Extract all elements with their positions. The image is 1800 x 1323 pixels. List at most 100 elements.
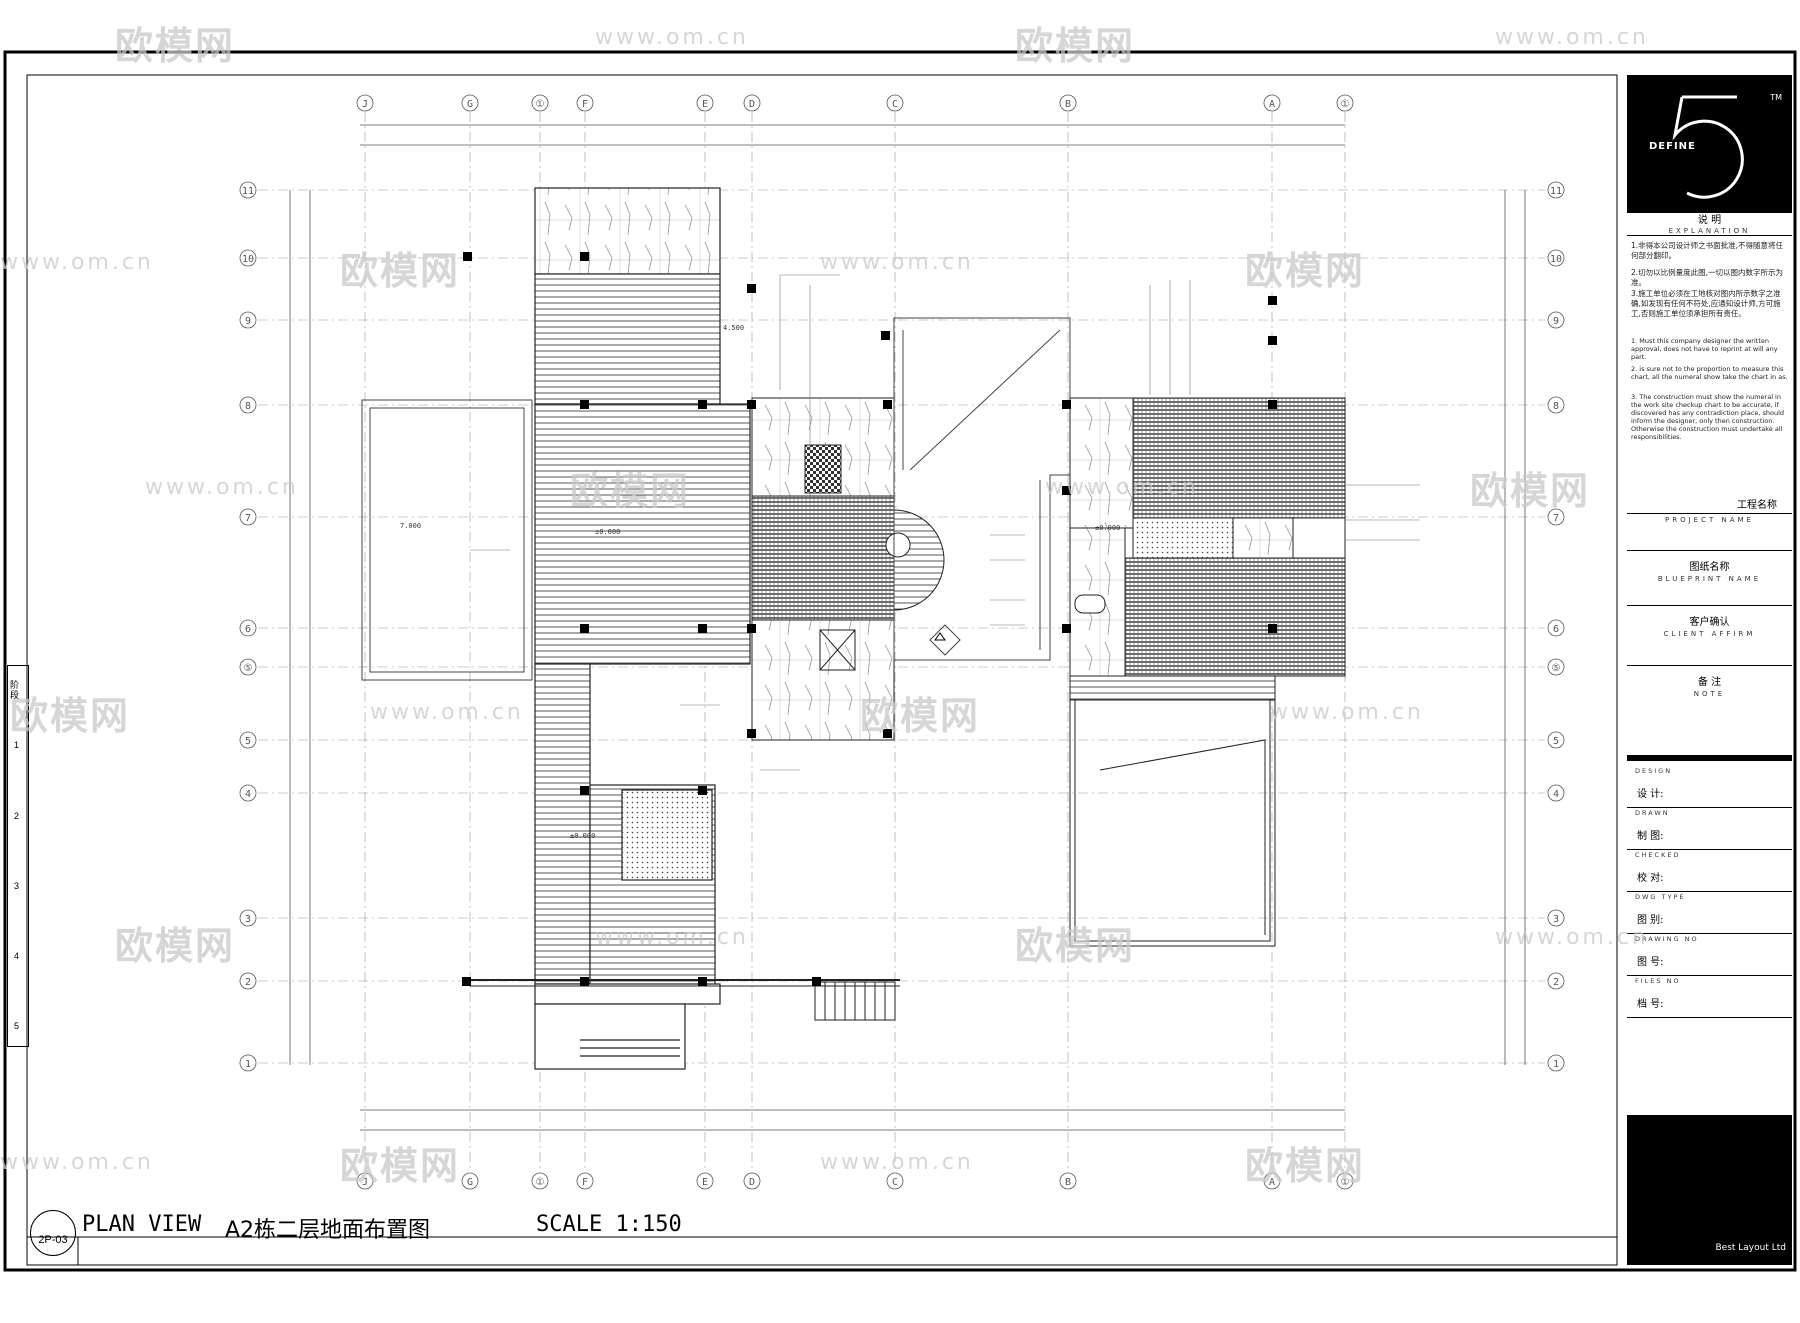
grid-column-bubble: J <box>356 1172 374 1190</box>
field-label-cn: 制 图: <box>1637 831 1664 842</box>
column-marker <box>463 252 472 261</box>
grid-lines <box>258 112 1545 1168</box>
column-marker <box>462 977 471 986</box>
grid-bubble-label: 10 <box>242 254 254 265</box>
grid-row-bubble: 9 <box>239 311 257 329</box>
field-label-en: FILES NO <box>1635 977 1681 985</box>
column-marker <box>1268 296 1277 305</box>
bottom-logo: Best Layout Ltd <box>1627 1115 1792 1265</box>
column-marker <box>1062 624 1071 633</box>
grid-column-bubble: B <box>1059 94 1077 112</box>
client-affirm-sub: CLIENT AFFIRM <box>1663 630 1756 638</box>
define-logo: DEFINE TM <box>1627 75 1792 213</box>
blueprint-name-sub: BLUEPRINT NAME <box>1657 575 1762 583</box>
grid-bubble-label: 6 <box>245 624 251 635</box>
field-label-cn: 图 号: <box>1637 957 1664 968</box>
stage-row: 4 <box>14 951 20 961</box>
field-label-en: DWG TYPE <box>1635 893 1686 901</box>
grid-bubble-label: 8 <box>245 401 251 412</box>
column-marker <box>698 977 707 986</box>
right-wing <box>1069 397 1346 947</box>
column-marker <box>1268 624 1277 633</box>
grid-bubble-label: G <box>467 1177 473 1188</box>
stair-core <box>751 397 945 741</box>
field-label-cn: 校 对: <box>1637 873 1664 884</box>
grid-column-bubble: E <box>696 1172 714 1190</box>
grid-bubble-label: B <box>1065 99 1071 110</box>
grid-bubble-label: 5 <box>245 736 251 747</box>
column-marker <box>698 400 707 409</box>
grid-row-bubble: 4 <box>1547 784 1565 802</box>
grid-column-bubble: A <box>1263 1172 1281 1190</box>
grid-bubble-label: E <box>702 99 708 110</box>
grid-bubble-label: 6 <box>1553 624 1559 635</box>
grid-row-bubble: 7 <box>1547 508 1565 526</box>
grid-bubble-label: 9 <box>245 316 251 327</box>
column-marker <box>580 977 589 986</box>
void-area <box>893 317 1071 661</box>
grid-column-bubble: D <box>743 1172 761 1190</box>
column-marker <box>1062 400 1071 409</box>
grid-column-bubble: C <box>886 94 904 112</box>
field-label-cn: 图 别: <box>1637 915 1664 926</box>
sheet-number-bubble: 2P-03 <box>30 1210 76 1256</box>
grid-bubble-label: 8 <box>1553 401 1559 412</box>
grid-row-bubble: 3 <box>239 909 257 927</box>
field-label-en: DRAWN <box>1635 809 1670 817</box>
grid-column-bubble: F <box>576 1172 594 1190</box>
grid-row-bubble: 1 <box>1547 1054 1565 1072</box>
level-label: ±0.000 <box>595 528 620 536</box>
column-marker <box>747 284 756 293</box>
column-marker <box>883 729 892 738</box>
plan-view-label: PLAN VIEW <box>82 1212 202 1237</box>
stage-label: 阶段 <box>10 680 20 700</box>
grid-bubble-label: ① <box>1341 1177 1350 1188</box>
column-marker <box>698 624 707 633</box>
field-label-cn: 档 号: <box>1637 999 1664 1010</box>
grid-row-bubble: ⑤ <box>239 658 257 676</box>
grid-row-bubble: 2 <box>239 972 257 990</box>
note-en-1: 1. Must this company designer the writte… <box>1631 337 1778 361</box>
grid-bubble-label: F <box>582 1177 588 1188</box>
grid-row-bubble: 10 <box>1547 249 1565 267</box>
grid-row-bubble: 5 <box>1547 731 1565 749</box>
left-terrace <box>361 399 533 681</box>
grid-bubble-label: B <box>1065 1177 1071 1188</box>
grid-bubble-label: ① <box>1341 99 1350 110</box>
grid-column-bubble: ① <box>1336 1172 1354 1190</box>
grid-bubble-label: G <box>467 99 473 110</box>
structural-columns <box>462 252 1277 986</box>
column-marker <box>580 252 589 261</box>
note-sub: NOTE <box>1693 690 1726 698</box>
grid-bubble-label: C <box>892 1177 898 1188</box>
grid-column-bubble: G <box>461 1172 479 1190</box>
grid-row-bubble: 8 <box>239 396 257 414</box>
column-marker <box>747 624 756 633</box>
title-field: DWG TYPE 图 别: <box>1627 891 1792 934</box>
client-affirm-heading: 客户确认 <box>1689 617 1730 628</box>
grid-bubble-label: 1 <box>245 1059 251 1070</box>
note-cn-3: 3.施工单位必须在工地核对图内所示数字之准确,如发现有任何不符处,应通知设计师,… <box>1631 289 1781 318</box>
grid-row-bubble: 11 <box>1547 181 1565 199</box>
stage-row: 2 <box>14 811 20 821</box>
grid-row-bubble: 6 <box>1547 619 1565 637</box>
grid-bubble-label: 4 <box>1553 789 1559 800</box>
grid-bubble-label: J <box>362 1177 368 1188</box>
grid-bubble-label: A <box>1269 1177 1275 1188</box>
deck-area <box>534 187 751 1070</box>
explanation-heading: 说 明 <box>1697 215 1722 226</box>
grid-bubble-label: 2 <box>1553 977 1559 988</box>
blueprint-name-heading: 图纸名称 <box>1689 562 1730 573</box>
grid-column-bubble: ① <box>531 94 549 112</box>
level-label: ±0.000 <box>1095 524 1120 532</box>
column-marker <box>883 400 892 409</box>
grid-row-bubble: 2 <box>1547 972 1565 990</box>
grid-bubble-label: 11 <box>1550 186 1562 197</box>
grid-bubble-label: 3 <box>245 914 251 925</box>
grid-row-bubble: ⑤ <box>1547 658 1565 676</box>
grid-row-bubble: 7 <box>239 508 257 526</box>
stage-row: 5 <box>14 1021 20 1031</box>
grid-bubble-label: D <box>749 99 755 110</box>
